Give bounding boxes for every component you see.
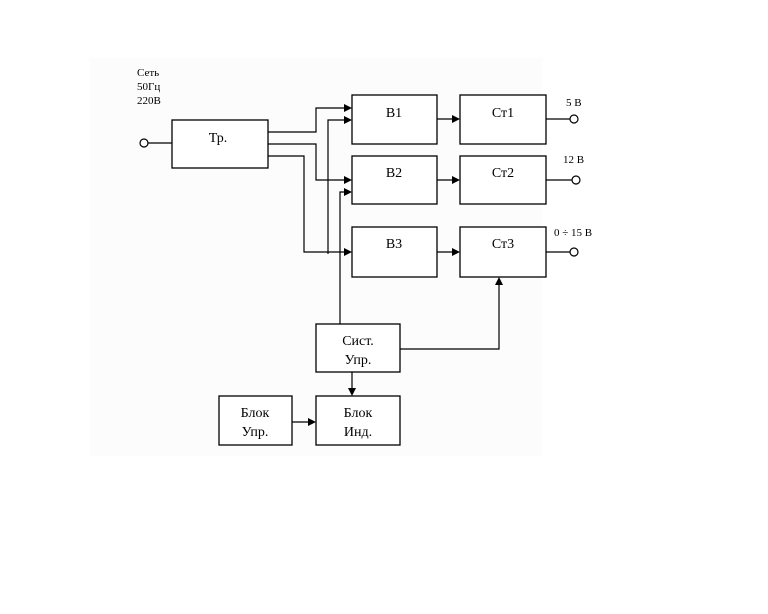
indicator-block-label-line2: Инд.	[344, 425, 372, 440]
indicator-block-label-line1: Блок	[344, 406, 373, 421]
control-block: Блок Упр.	[218, 395, 293, 446]
control-block-label-line2: Упр.	[242, 425, 269, 440]
stabilizer-st3-label: Ст3	[492, 237, 514, 252]
arrow-into-b2-a	[344, 176, 352, 184]
transformer-block: Тр.	[171, 119, 269, 169]
arrow-into-indicator-left	[308, 418, 316, 426]
rectifier-b3-block: В3	[351, 226, 438, 278]
wire-tr-to-b1	[268, 107, 346, 133]
output-label-2: 12 В	[563, 154, 584, 166]
stabilizer-st2-block: Ст2	[459, 155, 547, 205]
source-label-frequency: 50Гц	[137, 81, 160, 93]
stabilizer-st1-label: Ст1	[492, 106, 514, 121]
arrow-into-st3	[452, 248, 460, 256]
control-system-label-line1: Сист.	[342, 334, 374, 349]
source-label-voltage: 220В	[137, 95, 161, 107]
wire-control-to-b1	[327, 119, 346, 254]
rectifier-b1-block: В1	[351, 94, 438, 145]
arrow-into-st3-control	[495, 277, 503, 285]
control-system-label-line2: Упр.	[345, 353, 372, 368]
rectifier-b1-label: В1	[386, 106, 402, 121]
arrow-into-indicator-top	[348, 388, 356, 396]
output-label-1: 5 В	[566, 97, 582, 109]
control-block-label-line1: Блок	[241, 406, 270, 421]
stabilizer-st3-block: Ст3	[459, 226, 547, 278]
output-terminal-1	[569, 114, 579, 124]
output-terminal-2	[571, 175, 581, 185]
transformer-label: Тр.	[209, 131, 228, 146]
source-label-network: Сеть	[137, 67, 159, 79]
stabilizer-st2-label: Ст2	[492, 166, 514, 181]
arrow-into-st2	[452, 176, 460, 184]
rectifier-b3-label: В3	[386, 237, 402, 252]
indicator-block: Блок Инд.	[315, 395, 401, 446]
input-terminal	[139, 138, 149, 148]
output-label-3: 0 ÷ 15 В	[554, 227, 592, 239]
wire-control-to-st3	[400, 284, 500, 350]
wire-tr-to-b2	[268, 143, 346, 181]
arrow-into-b1-a	[344, 104, 352, 112]
wire-tr-to-b3	[268, 155, 346, 253]
rectifier-b2-label: В2	[386, 166, 402, 181]
output-terminal-3	[569, 247, 579, 257]
rectifier-b2-block: В2	[351, 155, 438, 205]
arrow-into-b1-b	[344, 116, 352, 124]
stabilizer-st1-block: Ст1	[459, 94, 547, 145]
control-system-block: Сист. Упр.	[315, 323, 401, 373]
arrow-into-b3	[344, 248, 352, 256]
arrow-into-b2-b	[344, 188, 352, 196]
arrow-into-st1	[452, 115, 460, 123]
